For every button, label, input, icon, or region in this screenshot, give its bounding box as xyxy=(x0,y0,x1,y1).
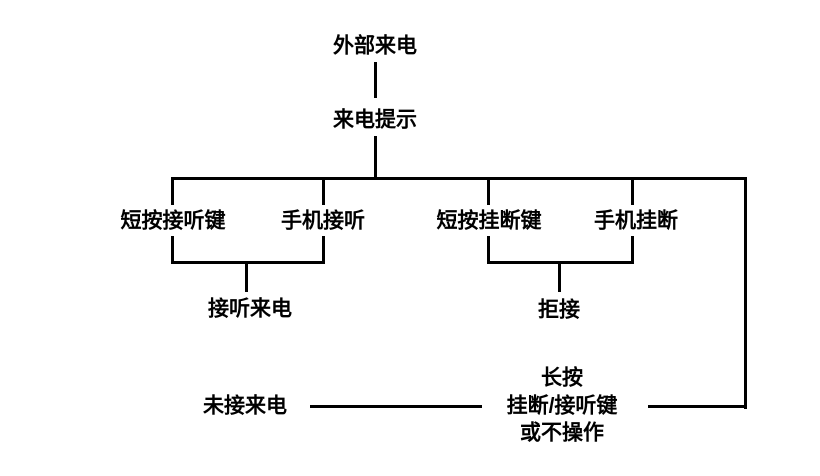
connector-merge-left-horizontal xyxy=(171,261,325,264)
connector-drop-short-press-answer xyxy=(171,177,174,205)
connector-prompt-to-branch xyxy=(374,136,377,180)
connector-stub-phone-hangup xyxy=(631,236,634,264)
connector-drop-phone-answer xyxy=(322,177,325,205)
node-long-press-line3: 或不操作 xyxy=(520,421,604,445)
node-reject: 拒接 xyxy=(538,298,580,322)
node-phone-answer: 手机接听 xyxy=(281,209,365,233)
connector-branch-horizontal xyxy=(171,177,747,180)
node-long-press-line1: 长按 xyxy=(541,366,583,390)
connector-missed-call-to-longpress xyxy=(310,405,482,408)
node-short-press-answer-key: 短按接听键 xyxy=(120,209,226,233)
node-answer-call: 接听来电 xyxy=(208,297,292,321)
node-missed-call: 未接来电 xyxy=(203,394,287,418)
connector-external-to-prompt xyxy=(374,62,377,98)
connector-stub-short-press-hangup xyxy=(487,236,490,264)
connector-merge-right-drop xyxy=(558,261,561,292)
node-long-press-line2: 挂断/接听键 xyxy=(506,394,618,418)
node-call-prompt: 来电提示 xyxy=(333,108,417,132)
connector-drop-phone-hangup xyxy=(631,177,634,205)
node-external-call: 外部来电 xyxy=(333,34,417,58)
connector-drop-short-press-hangup xyxy=(487,177,490,205)
connector-stub-phone-answer xyxy=(322,236,325,264)
node-phone-hangup: 手机挂断 xyxy=(594,209,678,233)
connector-stub-short-press-answer xyxy=(171,236,174,264)
node-short-press-hangup-key: 短按挂断键 xyxy=(436,209,542,233)
connector-right-long-drop xyxy=(744,177,747,409)
connector-merge-left-drop xyxy=(245,261,248,292)
connector-longpress-to-right-drop xyxy=(648,405,747,408)
